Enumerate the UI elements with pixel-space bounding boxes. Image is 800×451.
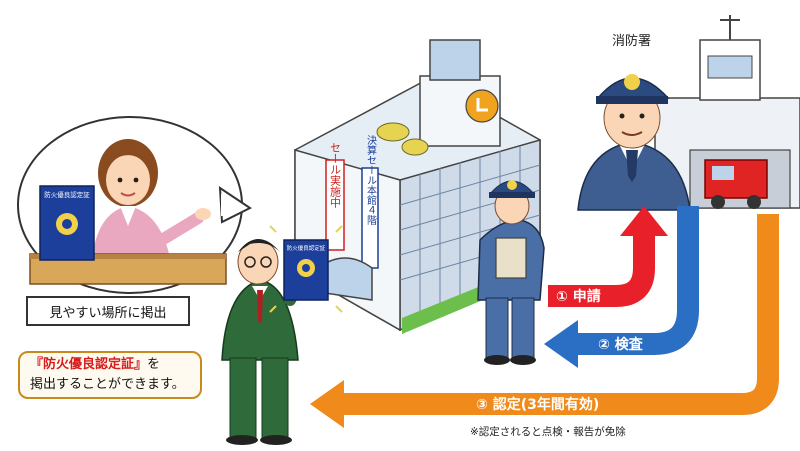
held-certificate: 防火優良認定証 bbox=[269, 225, 343, 313]
can-display-text: 掲出することができます。 bbox=[30, 377, 185, 392]
step-certify-number: ③ bbox=[476, 397, 488, 413]
step-certify: ③ 認定(3年間有効) bbox=[476, 394, 599, 414]
step-inspect-label: 検査 bbox=[614, 337, 643, 353]
step-apply-label: 申請 bbox=[572, 289, 601, 305]
certificate-on-desk: 防火優良認定証 bbox=[39, 185, 95, 261]
step-certify-label: 認定(3年間有効) bbox=[492, 397, 600, 413]
apply-arrow bbox=[548, 206, 668, 307]
held-certificate-title: 防火優良認定証 bbox=[287, 244, 326, 252]
footnote: ※認定されると点検・報告が免除 bbox=[470, 426, 626, 438]
building-sign-text: 決算セール本館４階 bbox=[365, 135, 377, 226]
business-owner bbox=[221, 239, 311, 445]
certificate-name: 『防火優良認定証』 bbox=[30, 357, 148, 372]
step-apply: ① 申請 bbox=[556, 286, 601, 306]
step-inspect-number: ② bbox=[598, 337, 610, 353]
fire-station-label: 消防署 bbox=[612, 34, 652, 49]
certificate-bubble: 『防火優良認定証』を 掲出することができます。 bbox=[18, 351, 202, 399]
certificate-suffix: を bbox=[147, 357, 161, 372]
step-apply-number: ① bbox=[556, 289, 568, 305]
building-banner-text: セール実施中 bbox=[329, 142, 342, 208]
certify-arrow bbox=[310, 214, 779, 428]
display-location-caption: 見やすい場所に掲出 bbox=[26, 296, 190, 326]
fire-officer-station bbox=[577, 74, 691, 211]
fire-inspector bbox=[477, 180, 545, 365]
step-inspect: ② 検査 bbox=[598, 334, 643, 354]
woman-figure bbox=[92, 139, 211, 258]
inspect-arrow bbox=[544, 206, 699, 368]
certificate-title-small: 防火優良認定証 bbox=[44, 190, 90, 199]
